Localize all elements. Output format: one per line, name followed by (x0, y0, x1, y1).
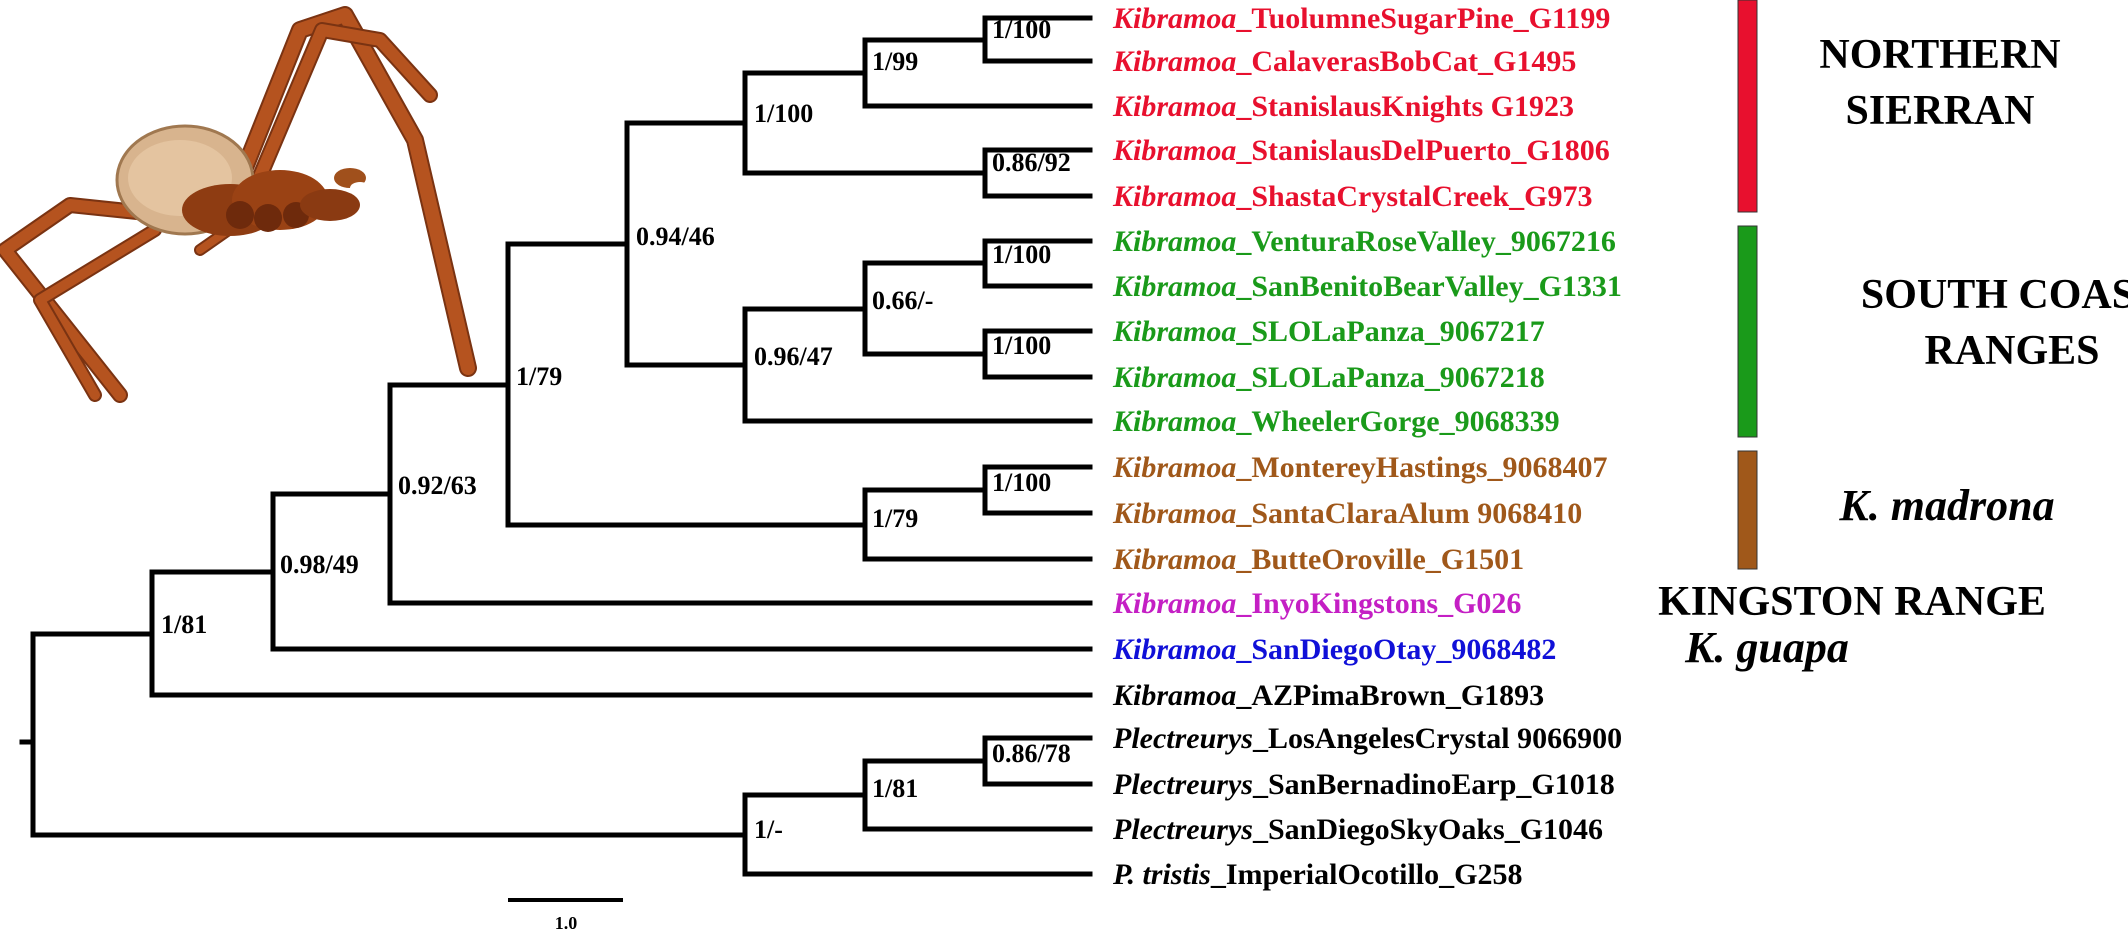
tip-genus: Kibramoa (1112, 225, 1236, 258)
tip-genus: Kibramoa (1112, 180, 1236, 213)
tip-label: Kibramoa_TuolumneSugarPine_G1199 (1112, 2, 1610, 35)
node-support-label: 1/100 (992, 468, 1051, 497)
tip-genus: Plectreurys (1112, 768, 1253, 801)
tip-locality: _WheelerGorge_9068339 (1235, 405, 1559, 438)
clade-bar (1737, 0, 1758, 213)
tip-locality: _StanislausDelPuerto_G1806 (1235, 134, 1609, 167)
tip-locality: _CalaverasBobCat_G1495 (1235, 45, 1576, 78)
tip-genus: Kibramoa (1112, 633, 1236, 666)
tip-genus: Kibramoa (1112, 134, 1236, 167)
node-support-label: 1/81 (872, 774, 918, 803)
tip-genus: Plectreurys (1112, 722, 1253, 755)
clade-bar (1737, 225, 1758, 438)
node-support-label: 0.86/78 (992, 739, 1071, 768)
tree-branches (19, 15, 1093, 877)
tip-genus: Kibramoa (1112, 543, 1236, 576)
tip-locality: _SLOLaPanza_9067217 (1235, 315, 1544, 348)
tip-genus: Kibramoa (1112, 315, 1236, 348)
node-support-label: 1/100 (754, 99, 813, 128)
node-support-label: 0.66/- (872, 286, 933, 315)
node-support-label: 1/79 (516, 362, 562, 391)
tip-genus: Kibramoa (1112, 679, 1236, 712)
tip-label: Kibramoa_MontereyHastings_9068407 (1112, 451, 1607, 484)
tip-genus: Kibramoa (1112, 451, 1236, 484)
tip-locality: _ImperialOcotillo_G258 (1210, 858, 1523, 891)
node-support-label: 1/- (754, 815, 783, 844)
tip-label: Plectreurys_SanDiegoSkyOaks_G1046 (1112, 813, 1603, 846)
clade-label: NORTHERN (1819, 32, 2060, 78)
clade-label: K. madrona (1838, 481, 2054, 530)
tip-label: Plectreurys_SanBernadinoEarp_G1018 (1112, 768, 1615, 801)
tip-label: Kibramoa_SantaClaraAlum 9068410 (1112, 497, 1582, 530)
tip-label: Kibramoa_CalaverasBobCat_G1495 (1112, 45, 1576, 78)
tip-label: Kibramoa_ButteOroville_G1501 (1112, 543, 1524, 576)
tip-locality: _SantaClaraAlum 9068410 (1235, 497, 1582, 530)
harvestman-specimen-photo (0, 6, 477, 403)
tip-label: Kibramoa_SanBenitoBearValley_G1331 (1112, 270, 1622, 303)
tip-locality: _ShastaCrystalCreek_G973 (1235, 180, 1592, 213)
clade-bars (1737, 0, 1758, 570)
tip-genus: Kibramoa (1112, 45, 1236, 78)
node-support-label: 1/99 (872, 47, 918, 76)
tip-label: Kibramoa_SLOLaPanza_9067217 (1112, 315, 1545, 348)
node-support-label: 1/100 (992, 15, 1051, 44)
tip-locality: _StanislausKnights G1923 (1235, 90, 1574, 123)
tip-label: Kibramoa_SLOLaPanza_9067218 (1112, 361, 1545, 394)
tip-locality: _AZPimaBrown_G1893 (1235, 679, 1544, 712)
tip-label: Kibramoa_AZPimaBrown_G1893 (1112, 679, 1544, 712)
tip-locality: _TuolumneSugarPine_G1199 (1235, 2, 1610, 35)
node-support-label: 1/100 (992, 240, 1051, 269)
tip-locality: _SanBenitoBearValley_G1331 (1235, 270, 1622, 303)
tip-genus: Kibramoa (1112, 90, 1236, 123)
node-support-labels: 1/100 1/99 1/100 0.86/92 0.94/46 1/100 0.66/- 1… (161, 15, 1071, 844)
tip-genus: Kibramoa (1112, 405, 1236, 438)
clade-label: RANGES (1924, 328, 2099, 374)
tip-label: Kibramoa_InyoKingstons_G026 (1112, 587, 1521, 620)
scale-bar-label: 1.0 (555, 913, 578, 929)
tip-label: Plectreurys_LosAngelesCrystal 9066900 (1112, 722, 1622, 755)
node-support-label: 1/81 (161, 610, 207, 639)
clade-label: K. guapa (1684, 623, 1849, 672)
node-support-label: 0.86/92 (992, 148, 1071, 177)
tip-genus: Kibramoa (1112, 2, 1236, 35)
tip-genus: Kibramoa (1112, 361, 1236, 394)
node-support-label: 0.98/49 (280, 550, 359, 579)
clade-label: SOUTH COAST (1861, 272, 2128, 318)
tip-locality: _SanBernadinoEarp_G1018 (1252, 768, 1615, 801)
tip-locality: _VenturaRoseValley_9067216 (1235, 225, 1615, 258)
tip-label: Kibramoa_VenturaRoseValley_9067216 (1112, 225, 1616, 258)
tip-labels: Kibramoa_TuolumneSugarPine_G1199Kibramoa… (1112, 2, 1622, 891)
tip-label: Kibramoa_ShastaCrystalCreek_G973 (1112, 180, 1592, 213)
tip-locality: _MontereyHastings_9068407 (1235, 451, 1607, 484)
tip-genus: Kibramoa (1112, 270, 1236, 303)
tip-genus: Plectreurys (1112, 813, 1253, 846)
tip-label: Kibramoa_SanDiegoOtay_9068482 (1112, 633, 1556, 666)
tip-locality: _SLOLaPanza_9067218 (1235, 361, 1544, 394)
tip-genus: Kibramoa (1112, 497, 1236, 530)
tip-locality: _SanDiegoOtay_9068482 (1235, 633, 1556, 666)
node-support-label: 0.92/63 (398, 471, 477, 500)
tip-label: Kibramoa_StanislausDelPuerto_G1806 (1112, 134, 1610, 167)
tip-locality: _SanDiegoSkyOaks_G1046 (1252, 813, 1603, 846)
node-support-label: 0.96/47 (754, 342, 833, 371)
scale-bar: 1.0 (508, 898, 623, 929)
tip-locality: _InyoKingstons_G026 (1235, 587, 1521, 620)
clade-label: KINGSTON RANGE (1658, 579, 2046, 625)
node-support-label: 1/100 (992, 331, 1051, 360)
clade-labels: NORTHERN SIERRAN SOUTH COAST RANGES K. madro… (1658, 32, 2128, 672)
tip-genus: Kibramoa (1112, 587, 1236, 620)
node-support-label: 0.94/46 (636, 222, 715, 251)
tip-label: Kibramoa_WheelerGorge_9068339 (1112, 405, 1560, 438)
node-support-label: 1/79 (872, 504, 918, 533)
tip-label: P. tristis_ImperialOcotillo_G258 (1112, 858, 1522, 891)
tip-label: Kibramoa_StanislausKnights G1923 (1112, 90, 1574, 123)
clade-label: SIERRAN (1845, 88, 2034, 134)
tip-genus: P. tristis (1112, 858, 1211, 891)
tip-locality: _ButteOroville_G1501 (1235, 543, 1524, 576)
tip-locality: _LosAngelesCrystal 9066900 (1252, 722, 1622, 755)
clade-bar (1737, 450, 1758, 570)
